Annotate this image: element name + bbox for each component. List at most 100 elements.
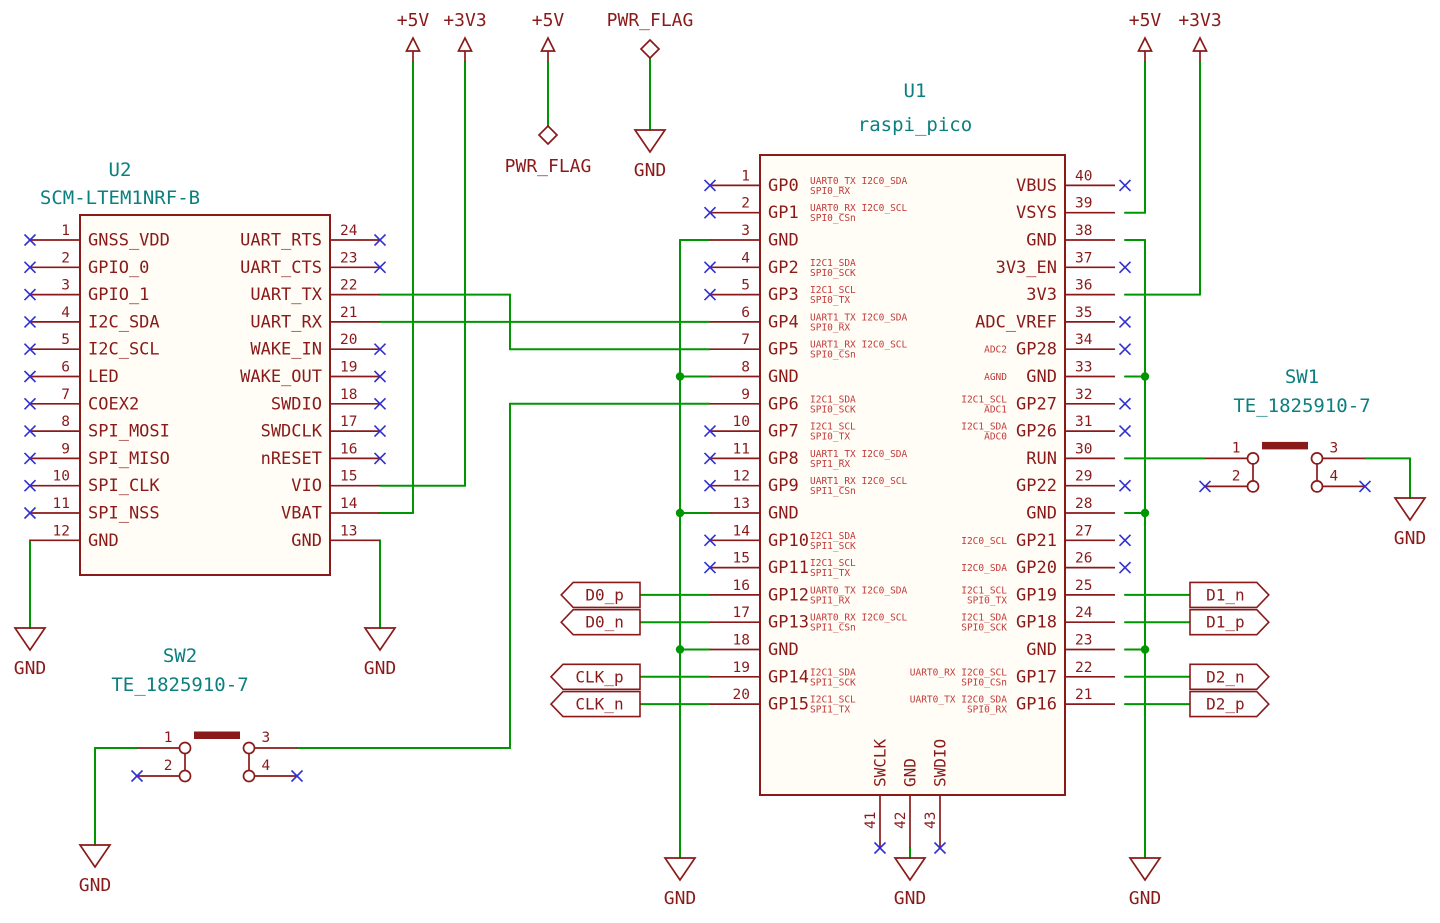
- pin-name: GPIO_0: [88, 258, 149, 278]
- no-connect-x[interactable]: [1118, 479, 1132, 492]
- no-connect-x[interactable]: [703, 206, 717, 219]
- gnd-triangle-icon: [663, 857, 697, 882]
- no-connect-x[interactable]: [23, 425, 37, 438]
- pin-number: 3: [741, 223, 750, 239]
- nc-line: [23, 452, 37, 465]
- no-connect-x[interactable]: [373, 261, 387, 274]
- no-connect-x[interactable]: [1118, 561, 1132, 574]
- power-3v3-left[interactable]: +3V3: [443, 10, 487, 62]
- no-connect-x[interactable]: [130, 769, 144, 783]
- pin-number: 12: [733, 469, 750, 485]
- gnd-symbol[interactable]: GND: [78, 844, 112, 896]
- no-connect-x[interactable]: [703, 425, 717, 438]
- no-connect-x[interactable]: [1118, 425, 1132, 438]
- net-label-d2_p[interactable]: D2_p: [1189, 690, 1270, 718]
- no-connect-x[interactable]: [23, 479, 37, 492]
- no-connect-x[interactable]: [373, 233, 387, 247]
- no-connect-x[interactable]: [373, 452, 387, 465]
- no-connect-x[interactable]: [933, 841, 947, 855]
- no-connect-x[interactable]: [373, 370, 387, 383]
- no-connect-x[interactable]: [373, 397, 387, 410]
- pin-name: GP2: [768, 258, 799, 278]
- pin-number: 22: [1075, 660, 1092, 676]
- pin-name: GND: [768, 231, 799, 251]
- no-connect-x[interactable]: [23, 233, 37, 247]
- gnd-symbol[interactable]: GND: [1393, 497, 1427, 549]
- pin-number: 2: [1232, 468, 1241, 484]
- pwr-flag-top[interactable]: PWR_FLAG: [607, 10, 694, 60]
- gnd-symbol[interactable]: GND: [363, 627, 397, 679]
- net-label-d0_p[interactable]: D0_p: [560, 581, 641, 609]
- no-connect-x[interactable]: [703, 534, 717, 547]
- pin-number: 12: [53, 523, 70, 539]
- gnd-symbol[interactable]: GND: [13, 627, 47, 679]
- pwr-flag-mid[interactable]: PWR_FLAG: [505, 124, 592, 177]
- net-label-clk_n[interactable]: CLK_n: [549, 690, 641, 718]
- no-connect-x[interactable]: [873, 841, 887, 855]
- no-connect-x[interactable]: [290, 769, 304, 783]
- pin-altfunction: UART0_RX I2C0_SCL: [910, 667, 1008, 678]
- no-connect-x[interactable]: [703, 479, 717, 492]
- no-connect-x[interactable]: [703, 261, 717, 274]
- pin-number: 15: [340, 469, 357, 485]
- no-connect-x[interactable]: [23, 315, 37, 328]
- no-connect-x[interactable]: [23, 261, 37, 274]
- no-connect-x[interactable]: [23, 452, 37, 465]
- gnd-symbol[interactable]: GND: [1128, 857, 1162, 909]
- no-connect-x[interactable]: [1118, 261, 1132, 274]
- gnd-triangle-icon: [1128, 857, 1162, 882]
- junction-dot[interactable]: [675, 508, 685, 518]
- junction-dot[interactable]: [675, 645, 685, 654]
- junction-dot[interactable]: [1140, 508, 1150, 518]
- no-connect-x[interactable]: [1198, 480, 1212, 493]
- pin-name: GP0: [768, 176, 799, 196]
- no-connect-x[interactable]: [1118, 534, 1132, 547]
- pin-number: 18: [733, 633, 750, 649]
- no-connect-x[interactable]: [1118, 315, 1132, 328]
- net-label-d0_n[interactable]: D0_n: [560, 608, 641, 636]
- pin-number: 13: [733, 496, 750, 512]
- no-connect-x[interactable]: [23, 288, 37, 301]
- pin-name: WAKE_IN: [250, 340, 322, 360]
- net-label-d2_n[interactable]: D2_n: [1189, 663, 1270, 691]
- no-connect-x[interactable]: [23, 343, 37, 356]
- gnd-symbol[interactable]: GND: [893, 857, 927, 909]
- power-arrow-icon: [405, 36, 421, 52]
- power-3v3-right[interactable]: +3V3: [1178, 10, 1222, 62]
- gnd-symbol[interactable]: GND: [663, 857, 697, 909]
- no-connect-x[interactable]: [1118, 179, 1132, 192]
- no-connect-x[interactable]: [1118, 397, 1132, 410]
- pin-name: GP26: [1016, 422, 1057, 442]
- junction-dot[interactable]: [675, 372, 685, 381]
- junction-dot[interactable]: [1140, 372, 1150, 381]
- power-5v-left[interactable]: +5V: [397, 10, 430, 62]
- component-body: [759, 154, 1066, 796]
- no-connect-x[interactable]: [373, 343, 387, 356]
- switch-contact: [1310, 480, 1324, 493]
- no-connect-x[interactable]: [23, 506, 37, 520]
- no-connect-x[interactable]: [703, 561, 717, 574]
- power-5v-right[interactable]: +5V: [1129, 10, 1162, 62]
- net-label-clk_p[interactable]: CLK_p: [549, 663, 641, 691]
- no-connect-x[interactable]: [373, 425, 387, 438]
- component-value: raspi_pico: [858, 114, 972, 136]
- nc-line: [23, 397, 37, 410]
- net-label-d1_p[interactable]: D1_p: [1189, 608, 1270, 636]
- net-label-d1_n[interactable]: D1_n: [1189, 581, 1270, 609]
- no-connect-x[interactable]: [1118, 343, 1132, 356]
- pin-number: 33: [1075, 360, 1092, 376]
- gnd-symbol[interactable]: GND: [633, 129, 667, 181]
- junction-dot[interactable]: [1140, 645, 1150, 654]
- power-5v-mid[interactable]: +5V: [532, 10, 565, 62]
- no-connect-x[interactable]: [1358, 480, 1372, 493]
- no-connect-x[interactable]: [23, 370, 37, 383]
- no-connect-x[interactable]: [23, 397, 37, 410]
- pin-altfunction: UART1_RX I2C0_SCL: [810, 476, 908, 487]
- no-connect-x[interactable]: [703, 452, 717, 465]
- no-connect-x[interactable]: [703, 288, 717, 301]
- no-connect-x[interactable]: [703, 179, 717, 192]
